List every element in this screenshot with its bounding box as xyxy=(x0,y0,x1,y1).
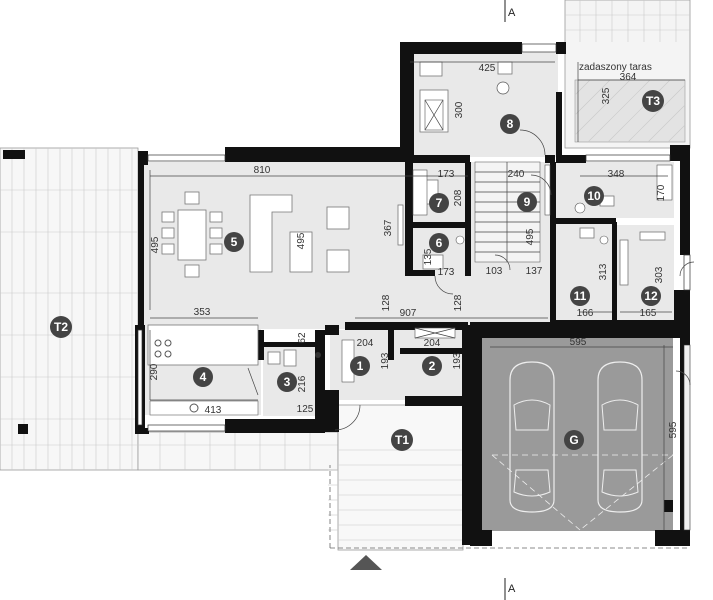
room-marker-label: 2 xyxy=(429,359,436,373)
dim-terrace-depth: 325 xyxy=(601,87,612,104)
terrace-t2-grid xyxy=(0,147,339,471)
dim-bedroom-depth: 300 xyxy=(454,101,465,118)
room-marker-6: 6 xyxy=(429,233,449,253)
room-marker-label: T1 xyxy=(395,433,409,447)
dimension-labels: 810 495 495 367 353 290 413 425 300 364 … xyxy=(149,63,679,438)
dim-bedroom-width: 425 xyxy=(479,63,496,74)
room-marker-label: 9 xyxy=(524,195,531,209)
dim-room1-width: 204 xyxy=(357,338,374,349)
section-marker-bottom: A xyxy=(504,578,516,600)
room-marker-t1: T1 xyxy=(391,429,413,451)
dim-room2-width: 204 xyxy=(424,338,441,349)
dim-room9-bottom: 103 xyxy=(486,266,503,277)
windows xyxy=(137,43,691,531)
entrance-arrow xyxy=(350,555,382,570)
dim-room11-left: 137 xyxy=(526,266,543,277)
furniture xyxy=(147,61,695,431)
dim-room7-width: 173 xyxy=(438,169,455,180)
covered-terrace-label: zadaszony taras xyxy=(579,62,652,73)
dimension-lines xyxy=(149,61,685,530)
dim-hall-height-2: 128 xyxy=(453,294,464,311)
room-marker-label: 8 xyxy=(507,117,514,131)
room-marker-label: 11 xyxy=(574,289,587,303)
dim-room9-depth: 495 xyxy=(525,228,536,245)
room-marker-label: 3 xyxy=(284,375,291,389)
room-marker-2: 2 xyxy=(422,356,442,376)
room-marker-label: 10 xyxy=(587,189,601,203)
room-marker-9: 9 xyxy=(517,192,537,212)
room-marker-label: 4 xyxy=(200,370,207,384)
dim-terrace-width: 364 xyxy=(620,72,637,83)
room-marker-1: 1 xyxy=(350,356,370,376)
room-marker-3: 3 xyxy=(277,372,297,392)
dim-room1-depth: 193 xyxy=(380,352,391,369)
dim-room11-depth: 313 xyxy=(598,263,609,280)
dim-sofa-depth: 495 xyxy=(296,232,307,249)
room-marker-5: 5 xyxy=(224,232,244,252)
garage-cars xyxy=(491,361,674,531)
dim-garage-depth: 595 xyxy=(668,421,679,438)
room-marker-10: 10 xyxy=(584,186,604,206)
room-marker-label: 1 xyxy=(357,359,364,373)
room-marker-t3: T3 xyxy=(642,90,664,112)
dim-garage-width: 595 xyxy=(570,337,587,348)
dim-living-right: 367 xyxy=(383,219,394,236)
room-marker-4: 4 xyxy=(193,367,213,387)
dim-room2-depth: 193 xyxy=(452,352,463,369)
dim-room6-depth: 135 xyxy=(423,248,434,265)
room-marker-8: 8 xyxy=(500,114,520,134)
room-marker-11: 11 xyxy=(570,286,590,306)
dim-room3-small: 62 xyxy=(297,332,308,344)
dim-room12-depth: 303 xyxy=(654,266,665,283)
dim-room10-width: 348 xyxy=(608,169,625,180)
dim-living-width: 810 xyxy=(254,165,271,176)
room-marker-label: T2 xyxy=(54,320,68,334)
dim-room3-depth: 216 xyxy=(297,375,308,392)
dim-total-width: 907 xyxy=(400,308,417,319)
dim-living-depth: 495 xyxy=(150,236,161,253)
terrace-t3 xyxy=(564,0,691,149)
room-marker-g: G xyxy=(564,430,584,450)
dim-kitchen-depth: 290 xyxy=(149,363,160,380)
dim-stairs-width: 240 xyxy=(508,169,525,180)
room-marker-label: 12 xyxy=(644,289,658,303)
section-label-bottom: A xyxy=(508,583,516,595)
dim-kitchen-bottom: 413 xyxy=(205,405,222,416)
room-marker-12: 12 xyxy=(641,286,661,306)
dim-room11-width: 166 xyxy=(577,308,594,319)
dim-hall-height: 128 xyxy=(381,294,392,311)
section-marker-top: A xyxy=(504,0,516,22)
dim-kitchen-width: 353 xyxy=(194,307,211,318)
section-label-top: A xyxy=(508,7,516,19)
room-marker-7: 7 xyxy=(429,193,449,213)
room-marker-label: T3 xyxy=(646,94,660,108)
room-marker-t2: T2 xyxy=(50,316,72,338)
room-marker-label: G xyxy=(569,433,578,447)
room-marker-label: 7 xyxy=(436,196,443,210)
dim-room10-depth: 170 xyxy=(656,184,667,201)
room-marker-label: 6 xyxy=(436,236,443,250)
dim-room12-width: 165 xyxy=(640,308,657,319)
room-marker-label: 5 xyxy=(231,235,238,249)
dim-room3-width: 125 xyxy=(297,404,314,415)
dim-room7-depth: 208 xyxy=(453,189,464,206)
dim-room6-width: 173 xyxy=(438,267,455,278)
